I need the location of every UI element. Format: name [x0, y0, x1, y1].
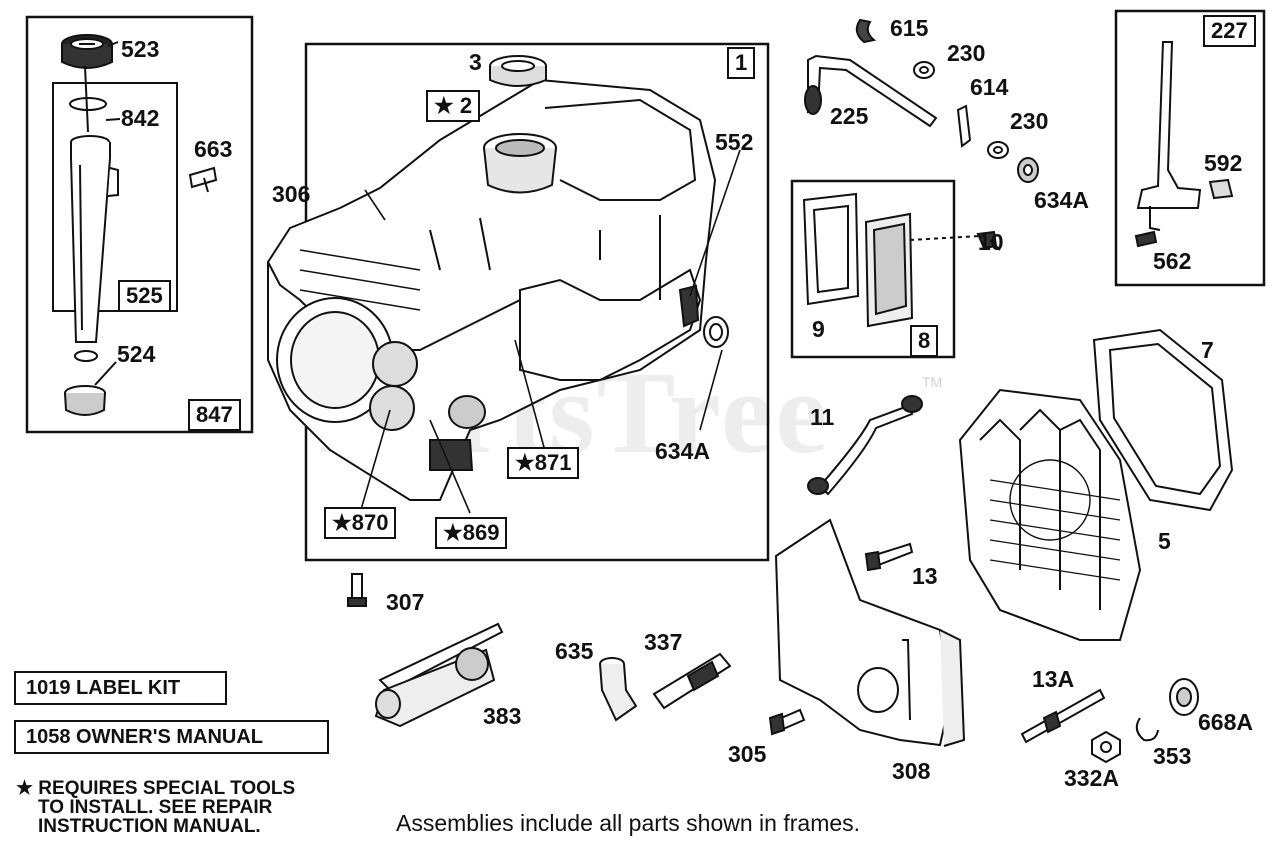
leader-lines-block	[359, 149, 741, 514]
part-523-label[interactable]: 523	[121, 36, 160, 62]
part-13a-label[interactable]: 13A	[1032, 666, 1075, 692]
part-634a-block-label[interactable]: 634A	[655, 438, 710, 464]
part-230-upper-label[interactable]: 230	[947, 40, 986, 66]
governor-lever-illustration	[1134, 41, 1234, 248]
part-307-label[interactable]: 307	[386, 589, 425, 615]
part-871-starred-label[interactable]: ★871	[507, 447, 580, 479]
oil-seal-634a-illustration	[703, 316, 729, 348]
special-tools-note-line-2: TO INSTALL. SEE REPAIR	[38, 797, 273, 818]
part-524-label[interactable]: 524	[117, 341, 156, 367]
screw-305-illustration	[768, 708, 806, 736]
part-11-label[interactable]: 11	[810, 404, 835, 430]
cylinder-block-illustration	[267, 78, 717, 501]
part-562-label[interactable]: 562	[1153, 248, 1192, 274]
spark-plug-illustration	[652, 652, 732, 710]
part-635-label[interactable]: 635	[555, 638, 594, 664]
part-869-starred-label[interactable]: ★869	[435, 517, 508, 549]
part-13-label[interactable]: 13	[912, 563, 938, 589]
special-tools-note: ★ REQUIRES SPECIAL TOOLS TO INSTALL. SEE…	[16, 779, 295, 836]
part-305-label[interactable]: 305	[728, 741, 767, 767]
breather-assembly-illustration	[864, 212, 1001, 328]
part-10-label[interactable]: 10	[978, 229, 1004, 255]
part-9-label[interactable]: 9	[812, 316, 825, 342]
part-3-label[interactable]: 3	[469, 49, 482, 75]
frame-847-label[interactable]: 847	[188, 399, 241, 431]
frame-525-label[interactable]: 525	[118, 280, 171, 312]
part-225-label[interactable]: 225	[830, 103, 869, 129]
dipstick-tube-illustration	[61, 34, 121, 416]
part-634a-shaft-label[interactable]: 634A	[1034, 187, 1089, 213]
spark-plug-boot-illustration	[599, 657, 638, 722]
special-tools-note-line-1: ★ REQUIRES SPECIAL TOOLS	[16, 778, 296, 799]
part-306-label[interactable]: 306	[272, 181, 311, 207]
frame-525	[52, 82, 178, 312]
stud-13a-illustration	[1020, 688, 1106, 744]
label-kit-box[interactable]: 1019 LABEL KIT	[14, 671, 227, 705]
part-337-label[interactable]: 337	[644, 629, 683, 655]
frame-227-label[interactable]: 227	[1203, 15, 1256, 47]
part-2-starred-label[interactable]: ★ 2	[426, 90, 481, 122]
air-guide-illustration	[774, 518, 966, 747]
cylinder-head-gasket-illustration	[1092, 328, 1234, 512]
frame-8	[790, 179, 956, 359]
bearing-seal-3-illustration	[489, 55, 547, 87]
bolt-13-illustration	[864, 542, 914, 572]
washer-353-illustration	[1135, 717, 1159, 742]
oil-fill-tube-illustration	[807, 395, 923, 496]
part-663-label[interactable]: 663	[194, 136, 233, 162]
part-668a-label[interactable]: 668A	[1198, 709, 1253, 735]
assemblies-caption: Assemblies include all parts shown in fr…	[396, 810, 861, 836]
owners-manual-box[interactable]: 1058 OWNER'S MANUAL	[14, 720, 329, 754]
armature-illustration	[374, 622, 504, 728]
special-tools-note-line-3: INSTRUCTION MANUAL.	[38, 816, 261, 837]
frame-227	[1114, 9, 1266, 287]
part-870-starred-label[interactable]: ★870	[324, 507, 397, 539]
nut-332a-illustration	[1091, 730, 1121, 764]
part-614-label[interactable]: 614	[970, 74, 1009, 100]
part-308-label[interactable]: 308	[892, 758, 931, 784]
part-552-label[interactable]: 552	[715, 129, 754, 155]
part-7-label[interactable]: 7	[1201, 337, 1214, 363]
part-592-label[interactable]: 592	[1204, 150, 1243, 176]
part-5-label[interactable]: 5	[1158, 528, 1171, 554]
frame-847	[25, 15, 254, 434]
screw-307-illustration	[347, 573, 367, 607]
breather-gasket-illustration	[802, 192, 860, 306]
part-615-label[interactable]: 615	[890, 15, 929, 41]
part-353-label[interactable]: 353	[1153, 743, 1192, 769]
watermark-trademark: TM	[922, 374, 943, 390]
part-842-label[interactable]: 842	[121, 105, 160, 131]
frame-1-label[interactable]: 1	[727, 47, 756, 79]
part-383-label[interactable]: 383	[483, 703, 522, 729]
cylinder-head-illustration	[958, 388, 1142, 641]
part-230-lower-label[interactable]: 230	[1010, 108, 1049, 134]
seal-668a-illustration	[1169, 678, 1199, 716]
screw-663-illustration	[188, 166, 218, 193]
part-332a-label[interactable]: 332A	[1064, 765, 1119, 791]
governor-shaft-illustration	[804, 18, 1039, 183]
frame-8-label[interactable]: 8	[910, 325, 939, 357]
